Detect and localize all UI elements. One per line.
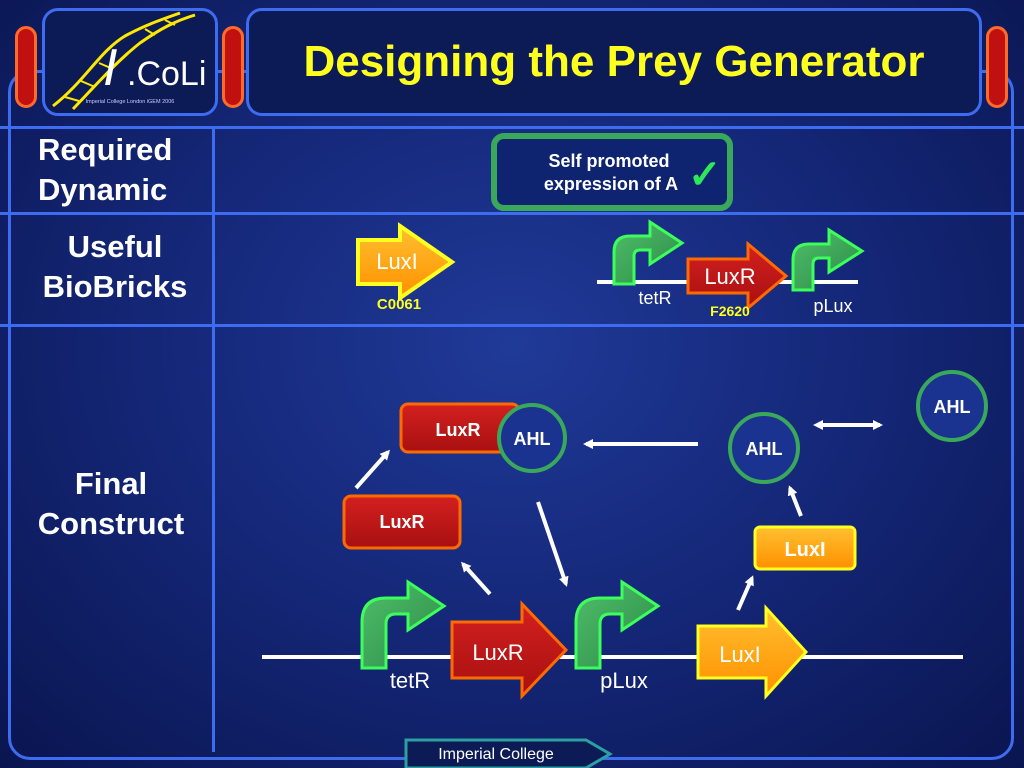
pathway-arrows [354,420,883,611]
row-label-line: Construct [37,506,185,541]
row-label-useful: Useful BioBricks [28,227,202,307]
row-label-final: Final Construct [24,464,198,544]
luxr-protein-label: LuxR [380,512,425,532]
luxr-gene-arrow [450,600,569,700]
table-column-divider [212,127,215,752]
decorative-pill-left [15,26,37,108]
luxi-code: C0061 [377,296,421,313]
ahl-inside-label: AHL [746,439,783,459]
decorative-pill-right [986,26,1008,108]
luxi-protein [753,525,857,571]
luxr-label: LuxR [704,264,755,289]
row-label-line: Dynamic [38,172,168,207]
checkmark-icon: ✓ [688,153,722,197]
ahl-bound [497,403,567,473]
logo-letter: I [103,39,117,97]
biobrick-luxi: LuxI C0061 [356,222,456,313]
tetr-label: tetR [638,288,671,308]
ahl-outside-label: AHL [934,397,971,417]
luxi-gene-arrow [696,604,809,700]
decorative-pill-middle [222,26,244,108]
logo: I .CoLi Imperial College London iGEM 200… [42,8,218,116]
plux-label: pLux [813,296,852,316]
page-title: Designing the Prey Generator [303,37,925,86]
footer-banner: Imperial College [404,738,613,768]
ahl-inside [728,412,800,484]
promoter-tetr-icon [612,219,685,286]
luxi-gene-label: LuxI [719,642,761,667]
ahl-bound-label: AHL [514,429,551,449]
luxr-code: F2620 [710,303,750,319]
luxr-complex-label: LuxR [436,420,481,440]
plux-label: pLux [600,668,648,693]
promoter-plux-icon [791,227,865,292]
row-label-line: BioBricks [42,269,188,304]
table-divider [0,126,1024,129]
self-promoted-line1: Self promoted [548,151,669,171]
dna-helix-icon: I .CoLi Imperial College London iGEM 200… [52,11,206,111]
row-label-required: Required Dynamic [38,130,172,210]
arrow-luxi-expression [736,575,754,611]
biobrick-f2620: tetR LuxR F2620 pLux [597,219,865,319]
arrow-luxr-binding [354,449,390,490]
tetr-label: tetR [390,668,430,693]
ahl-outside [916,370,988,442]
title-banner: Designing the Prey Generator [246,8,982,116]
luxi-protein-label: LuxI [784,539,825,561]
footer-text: Imperial College [438,746,554,763]
promoter-tetr-icon [360,579,447,670]
arrow-complex-activation [536,501,569,587]
self-promoted-line2: expression of A [544,174,678,194]
row-label-line: Required [38,132,173,167]
luxr-gene-label: LuxR [472,640,523,665]
row-label-line: Final [74,466,148,501]
logo-text: .CoLi [127,55,206,93]
self-promoted-box: Self promoted expression of A ✓ [491,133,733,211]
table-divider [0,212,1024,215]
arrow-luxr-expression [460,561,492,596]
arrow-ahl-synthesis [787,485,803,517]
table-divider [0,324,1024,327]
promoter-plux-icon [574,579,661,670]
luxr-protein [342,494,462,550]
row-label-line: Useful [67,229,163,264]
logo-tagline: Imperial College London iGEM 2006 [86,99,175,105]
luxi-label: LuxI [376,249,418,274]
